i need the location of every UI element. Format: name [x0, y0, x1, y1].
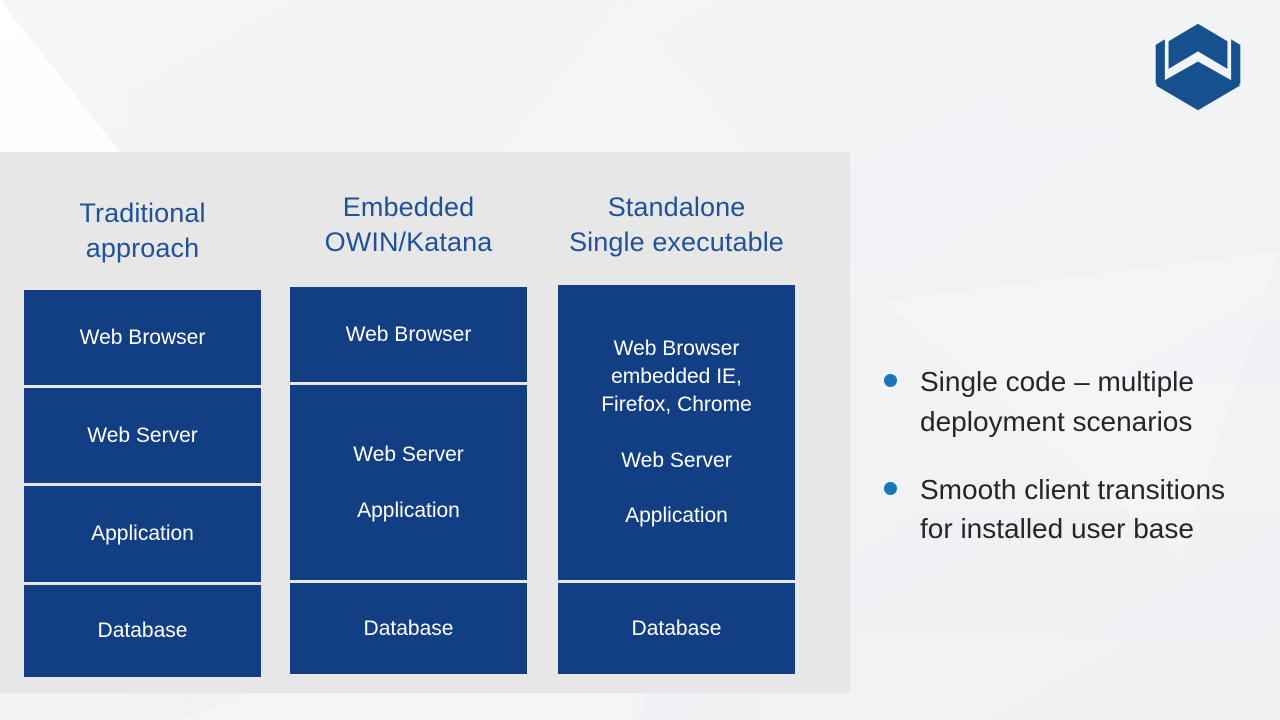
- column-title-standalone: Standalone Single executable: [569, 192, 784, 258]
- list-item: Smooth client transitions for installed …: [884, 470, 1264, 550]
- column-title-traditional: Traditional approach: [79, 198, 206, 264]
- layer-box[interactable]: Web Server Application: [290, 385, 527, 581]
- layer-box[interactable]: Database: [24, 585, 261, 678]
- layer-box[interactable]: Web Browser embedded IE, Firefox, Chrome…: [558, 285, 795, 581]
- diagram-column-embedded: Embedded OWIN/Katana Web Browser Web Ser…: [290, 152, 527, 675]
- layer-box[interactable]: Database: [290, 583, 527, 675]
- bullet-dot-icon: [884, 481, 897, 495]
- hexagon-w-logo-icon: [1155, 23, 1241, 111]
- layer-box[interactable]: Application: [24, 486, 261, 583]
- layer-box[interactable]: Web Browser: [290, 287, 527, 383]
- layer-box[interactable]: Database: [558, 583, 795, 675]
- bullet-list: Single code – multiple deployment scenar…: [884, 362, 1264, 577]
- diagram-column-standalone: Standalone Single executable Web Browser…: [558, 152, 795, 675]
- layer-stack-embedded: Web Browser Web Server Application Datab…: [290, 287, 527, 675]
- list-item: Single code – multiple deployment scenar…: [884, 362, 1264, 442]
- diagram-column-traditional: Traditional approach Web Browser Web Ser…: [24, 152, 261, 678]
- column-title-embedded: Embedded OWIN/Katana: [324, 192, 493, 258]
- bullet-dot-icon: [884, 374, 897, 387]
- layer-stack-traditional: Web Browser Web Server Application Datab…: [24, 290, 261, 678]
- layer-box[interactable]: Web Browser: [24, 290, 261, 386]
- layer-stack-standalone: Web Browser embedded IE, Firefox, Chrome…: [558, 285, 795, 675]
- bullet-text: Single code – multiple deployment scenar…: [920, 366, 1194, 437]
- layer-box[interactable]: Web Server: [24, 388, 261, 484]
- bullet-text: Smooth client transitions for installed …: [920, 473, 1226, 545]
